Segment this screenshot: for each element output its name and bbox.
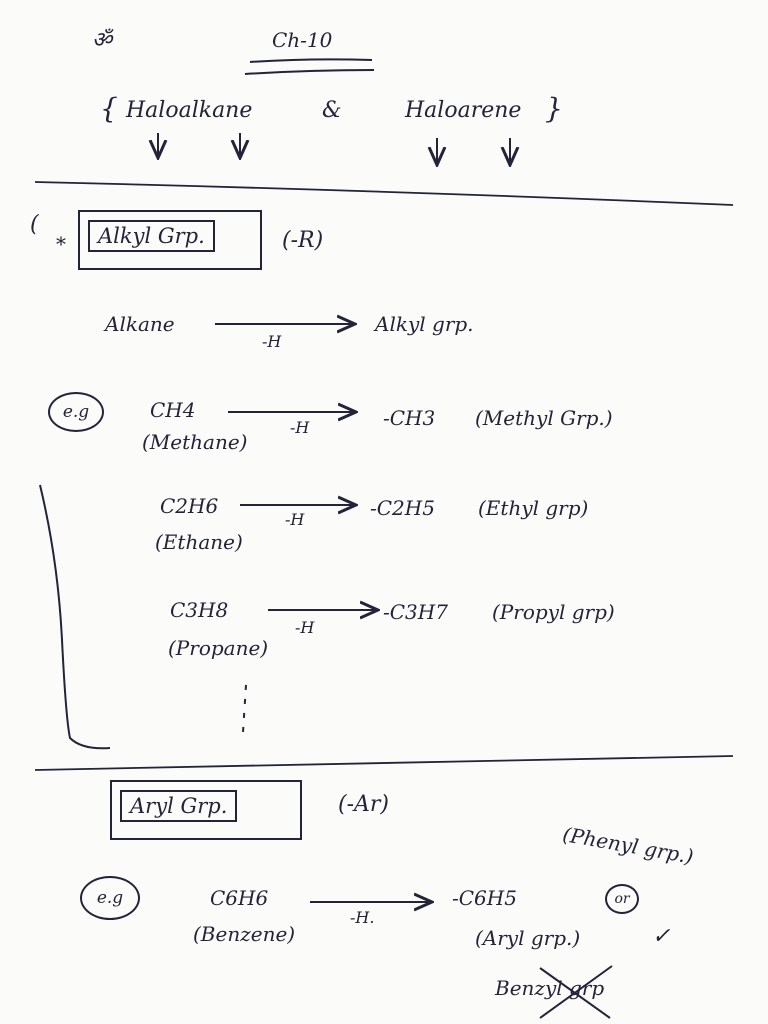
ex1-name: (Methane) [142,430,248,454]
title-open-brace: { [100,92,118,125]
divider-1 [34,181,734,206]
aryl-product-name: (Aryl grp.) [475,926,581,950]
alkyl-box-outer [78,210,262,270]
left-bracket [39,484,111,750]
ex1-formula: CH4 [150,398,196,422]
ex3-product: -C3H7 [383,600,448,624]
or-circle: or [605,884,639,914]
divider-2 [34,755,734,771]
bullet-star: * [56,232,66,256]
aryl-name: (Benzene) [193,922,296,946]
ex2-formula: C2H6 [160,494,219,518]
alkyl-symbol: (-R) [282,228,324,253]
ex2-condition: -H [285,510,305,529]
alkane-condition: -H [262,332,282,351]
aryl-formula: C6H6 [210,886,269,910]
chapter-underline-2 [244,69,375,75]
ex1-product: -CH3 [383,406,436,430]
ex2-name: (Ethane) [155,530,243,554]
eg-circle-1: e.g [48,392,104,432]
aryl-product: -C6H5 [452,886,517,910]
ex2-product-name: (Ethyl grp) [478,496,589,520]
paren-mark: ( [30,212,39,237]
continuation-dots [242,684,247,733]
alkyl-grp-label: Alkyl grp. [375,312,474,336]
ex3-product-name: (Propyl grp) [492,600,615,624]
ex1-condition: -H [290,418,310,437]
om-symbol: ॐ [92,28,113,53]
aryl-symbol: (-Ar) [338,792,390,817]
check-mark: ✓ [652,924,671,949]
crossed-benzyl: Benzyl grp [495,976,605,1000]
alkane-label: Alkane [105,312,175,336]
alkyl-box-label: Alkyl Grp. [88,220,215,252]
title-close-brace: } [545,92,563,125]
title-haloalkane: Haloalkane [126,98,253,123]
chapter-label: Ch-10 [272,28,333,52]
aryl-box-label: Aryl Grp. [120,790,238,822]
ex1-product-name: (Methyl Grp.) [475,406,613,430]
aryl-box-outer [110,780,302,840]
ex3-name: (Propane) [168,636,269,660]
ex3-formula: C3H8 [170,598,229,622]
title-haloarene: Haloarene [405,98,522,123]
eg-circle-2: e.g [80,876,140,920]
chapter-underline [249,58,373,63]
aryl-condition: -H. [350,908,375,927]
ex2-product: -C2H5 [370,496,435,520]
ex3-condition: -H [295,618,315,637]
title-ampersand: & [322,98,342,123]
cross-line-2 [539,965,613,1019]
